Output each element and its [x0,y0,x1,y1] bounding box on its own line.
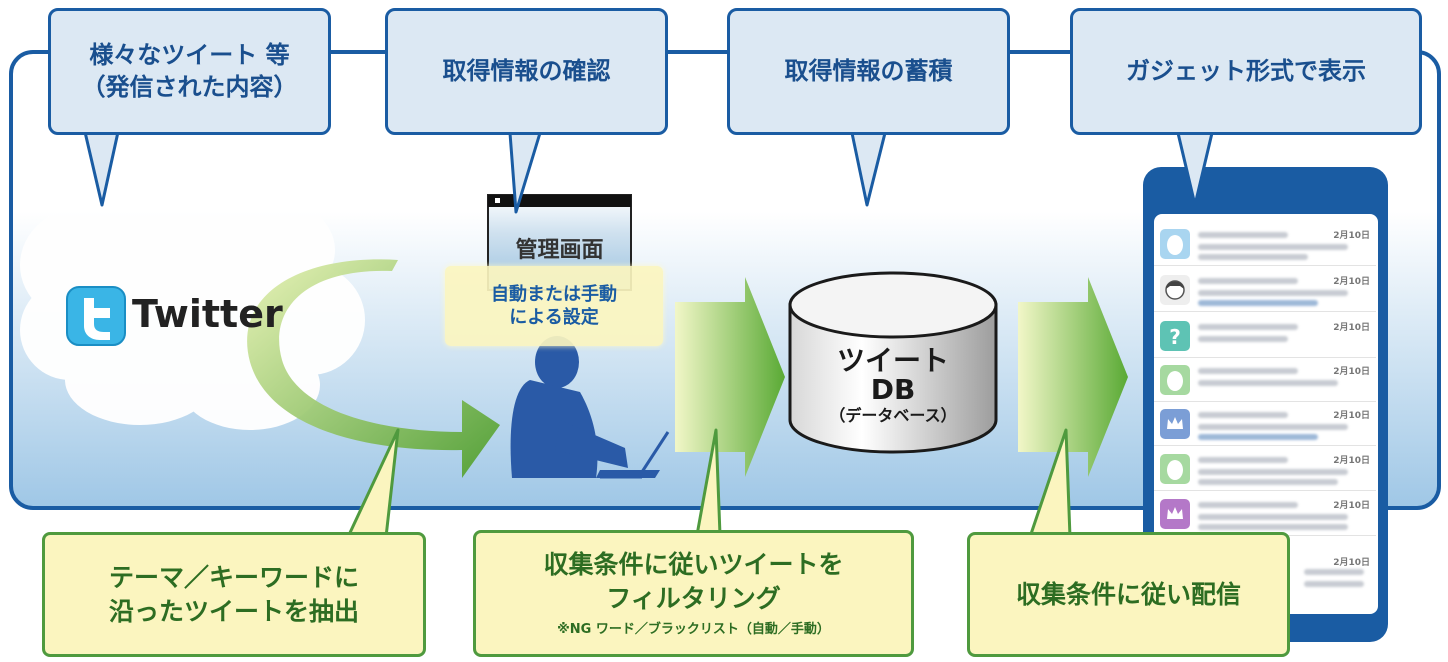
database-label: ツイート DB （データベース） [790,346,996,425]
feed-date: 2月10日 [1333,323,1370,333]
feed-date: 2月10日 [1333,231,1370,241]
auto-setting-line1: 自動または手動 [491,283,617,305]
callout-deliver-text: 収集条件に従い配信 [1015,579,1241,609]
egg-avatar-icon [1160,454,1190,484]
auto-setting-line2: による設定 [509,307,599,328]
feed-date: 2月10日 [1333,456,1370,466]
auto-setting-box: 自動または手動 による設定 [445,266,663,346]
callout-tweets-line1: 様々なツイート 等 [89,41,290,70]
callout-extract-line2: 沿ったツイートを抽出 [108,596,359,626]
feed-item: 2月10日 [1154,551,1376,592]
feed-date: 2月10日 [1333,277,1370,287]
callout-filter-line1: 収集条件に従いツイートを [543,549,844,579]
callout-filter-note: ※NG ワード／ブラックリスト（自動／手動） [557,622,830,638]
callout-filter-line2: フィルタリング [606,583,781,613]
cloud-shape [20,175,365,430]
feed-date: 2月10日 [1333,558,1370,568]
twitter-label: Twitter [132,292,283,336]
egg-avatar-icon [1160,365,1190,395]
callout-check-info: 取得情報の確認 [385,8,668,135]
arrow-to-db [675,277,785,477]
callout-extract-line1: テーマ／キーワードに [108,562,359,592]
crown-avatar-icon [1160,499,1190,529]
callout-gadget-display-text: ガジェット形式で表示 [1126,56,1366,85]
callout-check-info-text: 取得情報の確認 [442,56,611,85]
admin-screen-title: 管理画面 [515,238,604,263]
crown-avatar-icon [1160,409,1190,439]
twitter-logo: Twitter [66,286,286,346]
feed-item: ? 2月10日 [1154,316,1376,358]
database-line2: DB [870,373,916,407]
person-silhouette [510,336,660,478]
callout-store-info: 取得情報の蓄積 [727,8,1010,135]
question-avatar-icon: ? [1160,321,1190,351]
feed-item: 2月10日 [1154,404,1376,446]
database-line3: （データベース） [829,405,957,425]
girl-avatar-icon [1160,275,1190,305]
laptop-icon [600,431,670,479]
egg-avatar-icon [1160,229,1190,259]
feed-date: 2月10日 [1333,411,1370,421]
feed-item: 2月10日 [1154,449,1376,491]
curved-arrow [247,259,500,478]
callout-tweets-line2: （発信された内容） [81,72,298,101]
database-line1: ツイート [836,344,949,377]
callout-store-info-text: 取得情報の蓄積 [784,56,953,85]
callout-filter: 収集条件に従いツイートを フィルタリング ※NG ワード／ブラックリスト（自動／… [473,530,914,657]
feed-date: 2月10日 [1333,501,1370,511]
svg-text:?: ? [1169,325,1181,349]
arrow-to-gadget [1018,277,1128,477]
database-cylinder [788,271,998,454]
feed-item: 2月10日 [1154,270,1376,312]
feed-item: 2月10日 [1154,360,1376,402]
feed-date: 2月10日 [1333,367,1370,377]
callout-extract: テーマ／キーワードに 沿ったツイートを抽出 [42,532,426,657]
callout-gadget-display: ガジェット形式で表示 [1070,8,1422,135]
callout-tweets: 様々なツイート 等 （発信された内容） [48,8,331,135]
feed-item: 2月10日 [1154,224,1376,266]
twitter-bird-icon [66,286,126,346]
callout-deliver: 収集条件に従い配信 [967,532,1290,657]
feed-item: 2月10日 [1154,494,1376,536]
